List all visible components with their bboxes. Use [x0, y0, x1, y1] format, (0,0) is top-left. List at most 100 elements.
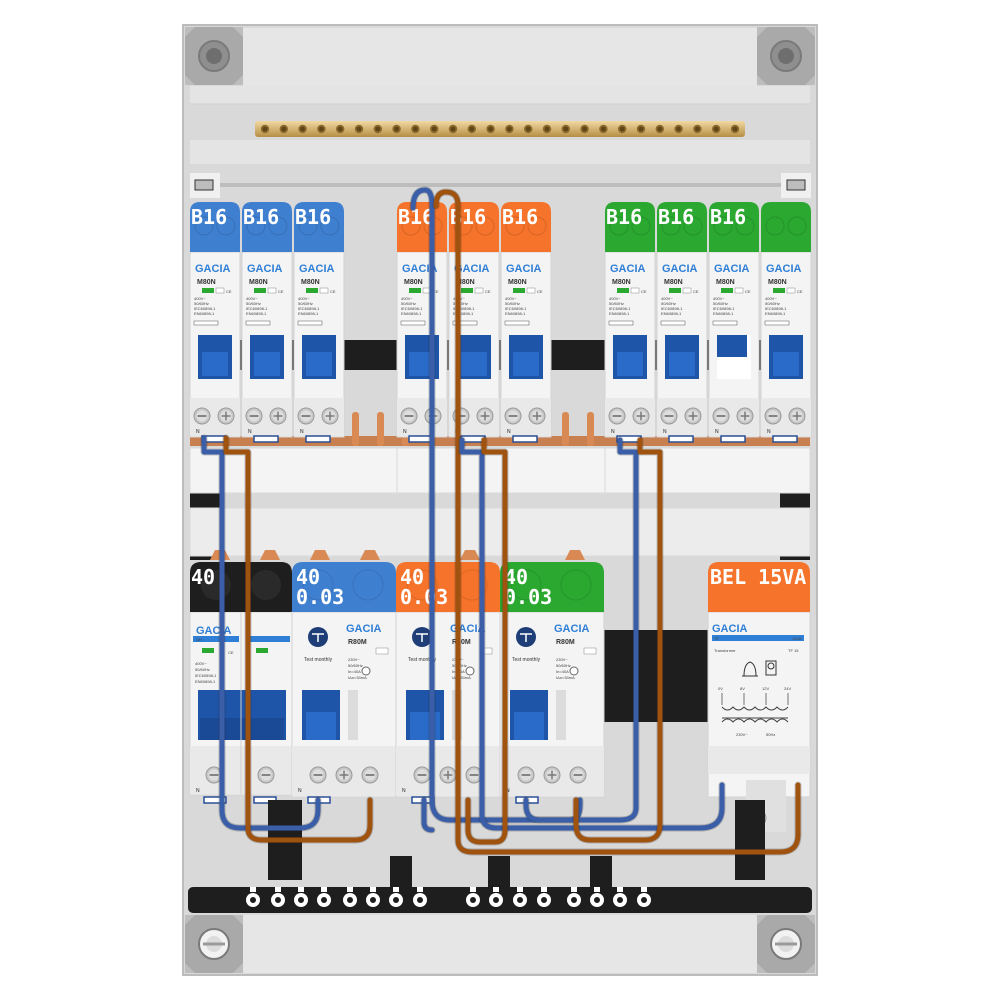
screw-icon	[476, 407, 494, 425]
mcb-breaker[interactable]: B16GACIAM80NCE400V~50/60HzIEC60898-1EN60…	[500, 202, 552, 443]
screw-icon	[309, 766, 327, 784]
mcb-breaker[interactable]: B16GACIAM80NCE400V~50/60HzIEC60898-1EN60…	[293, 202, 345, 443]
spec-text: IEC60898-1	[609, 306, 631, 311]
spec-text: 50/60Hz	[609, 301, 624, 306]
neutral-terminal-mark: N	[300, 429, 304, 435]
status-indicator	[721, 288, 733, 293]
test-button-icon[interactable]	[308, 627, 328, 647]
tap-label: 8V	[740, 686, 745, 691]
spec-text: In=40A	[556, 669, 569, 674]
breaker-rating-label: B16	[502, 205, 538, 229]
breaker-cap	[294, 202, 344, 252]
spec-text: 50/60Hz	[401, 301, 416, 306]
transformer-cap	[708, 562, 810, 612]
screw-icon	[465, 766, 483, 784]
neutral-terminal-mark: N	[767, 429, 771, 435]
spec-text: 400V~	[713, 296, 725, 301]
status-indicator	[513, 288, 525, 293]
test-button-icon[interactable]	[412, 627, 432, 647]
model-label: R80M	[348, 639, 367, 646]
corner-mount	[185, 915, 243, 973]
spec-text: IEC60898-1	[194, 306, 216, 311]
neutral-terminal-mark: N	[715, 429, 719, 435]
spec-text: IEC60898-1	[298, 306, 320, 311]
main-switch[interactable]: 40GACIADHCE400V~50/60HzIEC60898-1EN60898…	[189, 562, 293, 796]
busbar-tooth	[352, 412, 359, 446]
spec-text: IΔn=30mA	[556, 675, 575, 680]
screw-icon	[257, 766, 275, 784]
screw-icon	[712, 407, 730, 425]
rating-label: 15VA	[792, 636, 802, 641]
breaker-cap	[449, 202, 499, 252]
status-indicator	[409, 288, 421, 293]
brand-label: GACIA	[506, 263, 542, 275]
busbar-tooth	[562, 412, 569, 446]
spec-text: 400V~	[505, 296, 517, 301]
mcb-breaker[interactable]: B16GACIAM80NCE400V~50/60HzIEC60898-1EN60…	[189, 202, 241, 443]
spec-text: 400V~	[661, 296, 673, 301]
breaker-cap	[657, 202, 707, 252]
spec-text: EN60898-1	[246, 311, 267, 316]
mcb-breaker[interactable]: GACIAM80NCE400V~50/60HzIEC60898-1EN60898…	[760, 202, 812, 443]
test-monthly-label: Test monthly	[408, 657, 437, 663]
screw-icon	[528, 407, 546, 425]
screw-icon	[321, 407, 339, 425]
transformer-type-label: Transformer	[714, 648, 736, 653]
screw-icon	[660, 407, 678, 425]
breaker-rating-label: B16	[191, 205, 227, 229]
neutral-bar	[255, 121, 745, 137]
breaker-cap	[605, 202, 655, 252]
screw-icon	[543, 766, 561, 784]
spec-text: 400V~	[195, 661, 207, 666]
mcb-breaker[interactable]: B16GACIAM80NCE400V~50/60HzIEC60898-1EN60…	[708, 202, 760, 443]
status-indicator	[773, 288, 785, 293]
ce-mark-icon: CE	[226, 289, 232, 294]
spec-text: In=40A	[348, 669, 361, 674]
model-label: M80N	[197, 279, 216, 286]
breaker-cap	[501, 202, 551, 252]
breaker-rating-label: B16	[606, 205, 642, 229]
spec-text: IEC60898-1	[401, 306, 423, 311]
model-label: M80N	[456, 279, 475, 286]
neutral-wire	[523, 437, 639, 823]
screw-icon	[504, 407, 522, 425]
transformer-code-label: TF 15	[788, 648, 799, 653]
live-wire	[223, 435, 373, 843]
mcb-breaker[interactable]: B16GACIAM80NCE400V~50/60HzIEC60898-1EN60…	[656, 202, 708, 443]
screw-icon	[269, 407, 287, 425]
test-monthly-label: Test monthly	[512, 657, 541, 663]
mcb-breaker[interactable]: B16GACIAM80NCE400V~50/60HzIEC60898-1EN60…	[241, 202, 293, 443]
model-label: M80N	[664, 279, 683, 286]
brand-label: GACIA	[247, 263, 283, 275]
spec-text: 230V~	[556, 657, 568, 662]
screw-icon	[193, 407, 211, 425]
tap-label: 0V	[718, 686, 723, 691]
ce-mark-icon: CE	[228, 650, 234, 655]
breaker-row-bottom: 40GACIADHCE400V~50/60HzIEC60898-1EN60898…	[189, 550, 605, 804]
neutral-terminal-mark: N	[663, 429, 667, 435]
spec-text: 400V~	[401, 296, 413, 301]
status-indicator	[617, 288, 629, 293]
screw-icon	[413, 766, 431, 784]
screw-icon	[764, 407, 782, 425]
spec-text: EN60898-1	[194, 311, 215, 316]
mcb-breaker[interactable]: B16GACIAM80NCE400V~50/60HzIEC60898-1EN60…	[396, 202, 448, 443]
rcd-sensitivity-label: 0.03	[400, 585, 448, 609]
mcb-breaker[interactable]: B16GACIAM80NCE400V~50/60HzIEC60898-1EN60…	[604, 202, 656, 443]
spec-text: EN60898-1	[453, 311, 474, 316]
screw-icon	[205, 766, 223, 784]
spec-text: IΔn=30mA	[452, 675, 471, 680]
rcd-sensitivity-label: 0.03	[296, 585, 344, 609]
ce-mark-icon: CE	[693, 289, 699, 294]
screw-icon	[400, 407, 418, 425]
breaker-cap	[242, 202, 292, 252]
transformer-label: BEL 15VA	[710, 565, 806, 589]
test-button-icon[interactable]	[516, 627, 536, 647]
breaker-cap	[761, 202, 811, 252]
screw-icon	[517, 766, 535, 784]
spec-text: 50/60Hz	[661, 301, 676, 306]
live-wire	[465, 437, 508, 845]
ce-mark-icon: CE	[278, 289, 284, 294]
